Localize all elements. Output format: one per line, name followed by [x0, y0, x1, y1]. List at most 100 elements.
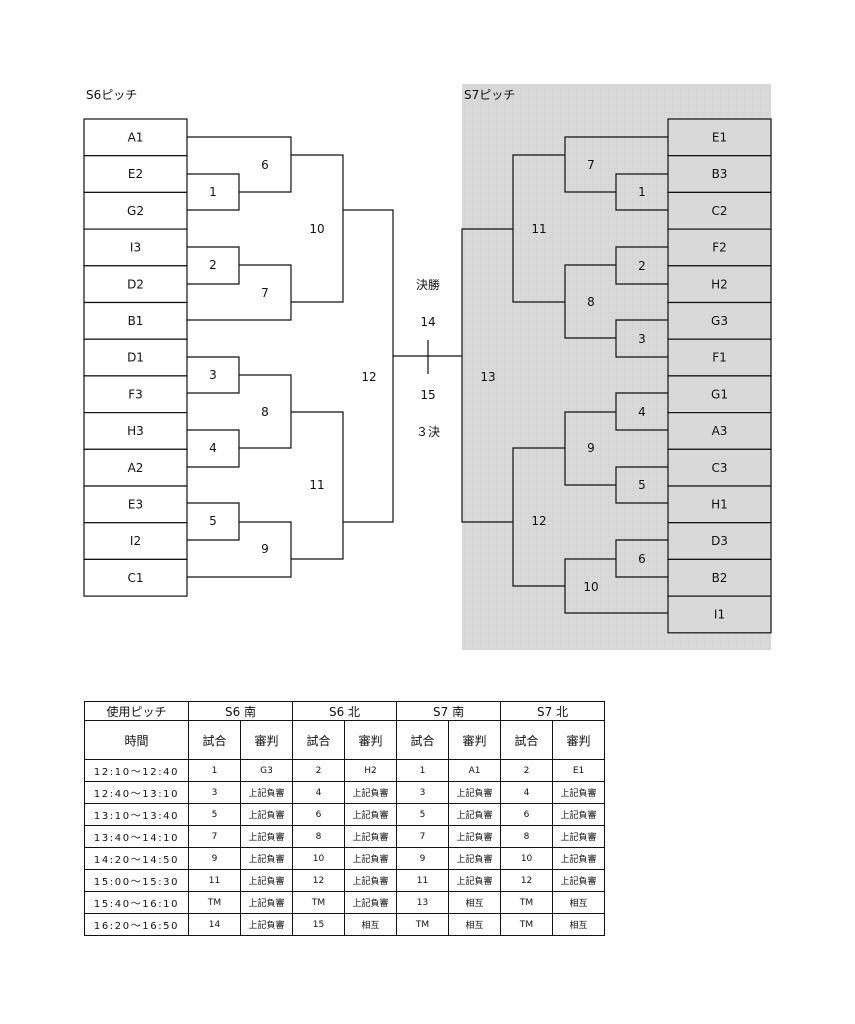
referee-cell: 相互 [448, 913, 502, 936]
bracket-lines [187, 136, 668, 614]
referee-cell: 上記負審 [239, 913, 294, 936]
match-cell: 3 [188, 781, 241, 804]
match-cell: 8 [292, 825, 346, 848]
referee-header: 審判 [552, 720, 606, 760]
schedule-header-column-row: 時間 試合 審判 試合 審判 試合 審判 試合 審判 [84, 720, 606, 760]
match-cell: 12 [292, 869, 346, 892]
s6-team-box [83, 265, 188, 304]
right-match-12: 12 [531, 514, 546, 528]
third-place-match-number: 15 [420, 388, 435, 402]
referee-cell: 上記負審 [448, 781, 502, 804]
final-label: 決勝 [416, 277, 440, 292]
s6-team-label: E3 [128, 498, 143, 512]
left-match-10: 10 [309, 222, 324, 236]
referee-cell: 上記負審 [344, 781, 398, 804]
referee-cell: 上記負審 [239, 869, 294, 892]
s7-team-box [667, 595, 772, 634]
right-match-9: 9 [587, 441, 595, 455]
right-match-3: 3 [638, 332, 646, 346]
match-cell: 10 [292, 847, 346, 870]
final-match-number: 14 [420, 315, 435, 329]
match-cell: 11 [396, 869, 450, 892]
right-match-4: 4 [638, 405, 646, 419]
match-cell: 5 [188, 803, 241, 826]
match-cell: 6 [292, 803, 346, 826]
right-match-10: 10 [583, 580, 598, 594]
left-line-m9 [187, 521, 292, 578]
match-cell: TM [188, 891, 241, 914]
s6-pitch-title: S6ピッチ [86, 88, 137, 102]
match-cell: 1 [188, 759, 241, 782]
referee-cell: 上記負審 [552, 869, 606, 892]
s6-team-box [83, 375, 188, 414]
s7-team-label: E1 [712, 131, 727, 145]
referee-cell: 上記負審 [239, 847, 294, 870]
referee-cell: 上記負審 [344, 803, 398, 826]
s7-team-box [667, 265, 772, 304]
match-cell: 5 [396, 803, 450, 826]
s7-team-label: I1 [714, 608, 725, 622]
s6-team-label: A1 [128, 131, 144, 145]
time-cell: 13:40〜14:10 [84, 825, 189, 848]
s6-team-box [83, 558, 188, 597]
referee-header: 審判 [448, 720, 502, 760]
left-line-m10 [291, 154, 344, 303]
third-place-label: ３決 [416, 425, 440, 439]
right-match-2: 2 [638, 259, 646, 273]
right-match-11: 11 [531, 222, 546, 236]
right-line-m7 [564, 136, 668, 193]
time-cell: 12:10〜12:40 [84, 759, 189, 782]
match-header: 試合 [500, 720, 554, 760]
match-cell: 4 [292, 781, 346, 804]
right-line-m12 [512, 447, 565, 587]
s7-team-box [667, 338, 772, 377]
referee-header: 審判 [239, 720, 294, 760]
left-match-3: 3 [209, 368, 217, 382]
left-match-6: 6 [261, 158, 269, 172]
referee-cell: 上記負審 [344, 847, 398, 870]
right-match-1: 1 [638, 185, 646, 199]
s6-team-label: E2 [128, 167, 143, 181]
match-cell: TM [500, 913, 554, 936]
s6-team-label: A2 [128, 461, 144, 475]
referee-cell: 相互 [552, 913, 606, 936]
s7-match-numbers: 1 2 3 4 5 6 7 8 9 10 11 12 13 [480, 158, 645, 594]
match-cell: 11 [188, 869, 241, 892]
match-cell: 2 [500, 759, 554, 782]
s6-team-label: D2 [127, 277, 144, 291]
s6-team-label: I2 [130, 534, 141, 548]
left-match-11: 11 [309, 478, 324, 492]
left-match-7: 7 [261, 286, 269, 300]
s7-team-box [667, 375, 772, 414]
referee-cell: E1 [552, 759, 606, 782]
referee-cell: 上記負審 [448, 847, 502, 870]
s7-team-label: B3 [712, 167, 728, 181]
s7-team-label: G3 [711, 314, 728, 328]
time-header: 時間 [84, 720, 189, 760]
match-cell: 9 [188, 847, 241, 870]
s7-pitch-title: S7ピッチ [464, 88, 515, 102]
referee-cell: 上記負審 [552, 781, 606, 804]
referee-cell: 相互 [552, 891, 606, 914]
s6-team-label: D1 [127, 351, 144, 365]
match-header: 試合 [396, 720, 450, 760]
right-match-5: 5 [638, 478, 646, 492]
referee-cell: 上記負審 [344, 891, 398, 914]
time-cell: 13:10〜13:40 [84, 803, 189, 826]
time-cell: 15:00〜15:30 [84, 869, 189, 892]
match-cell: 14 [188, 913, 241, 936]
s7-team-label: F2 [712, 241, 727, 255]
s6-team-box [83, 191, 188, 230]
s6-team-label: F3 [128, 387, 143, 401]
left-match-9: 9 [261, 542, 269, 556]
referee-cell: 上記負審 [344, 825, 398, 848]
left-match-2: 2 [209, 258, 217, 272]
s7-team-label: C3 [711, 461, 727, 475]
